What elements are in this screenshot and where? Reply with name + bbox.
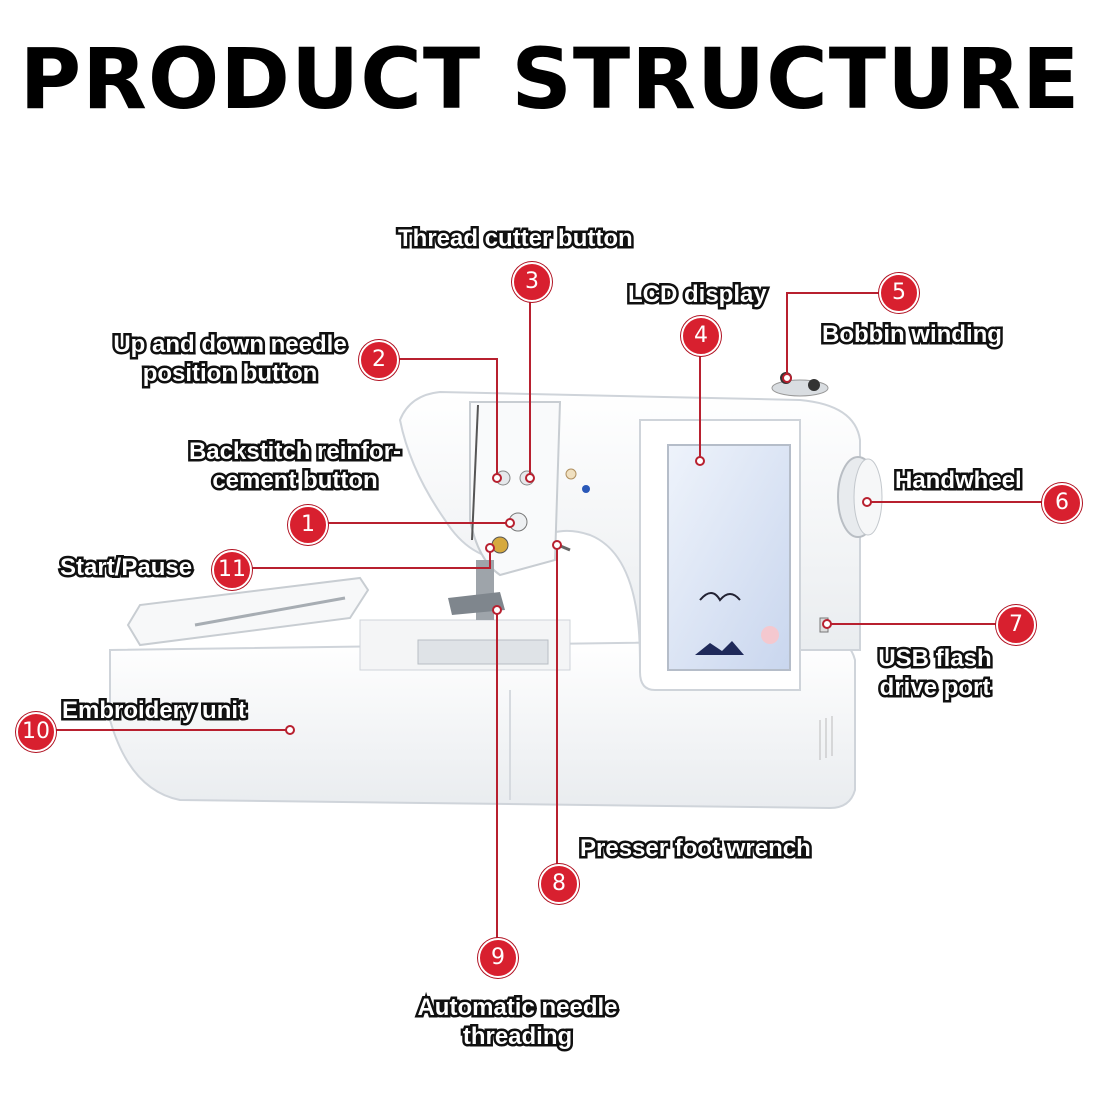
callout-label-9: Automatic needle threading <box>415 992 620 1053</box>
callout-label-4: LCD display <box>626 279 770 311</box>
callout-label-6: Handwheel <box>893 465 1025 497</box>
embroidery-hoop <box>126 576 370 647</box>
callout-badge-4: 4 <box>681 316 721 356</box>
callout-label-11: Start/Pause <box>57 552 194 584</box>
callout-badge-2: 2 <box>359 340 399 380</box>
handwheel <box>837 456 883 538</box>
callout-badge-9: 9 <box>478 938 518 978</box>
leader-line-5 <box>786 292 880 378</box>
callout-label-7: USB flash drive port <box>876 643 994 704</box>
callout-label-5: Bobbin winding <box>820 319 1005 351</box>
lcd-screen <box>667 444 791 671</box>
callout-badge-5: 5 <box>879 273 919 313</box>
page-title: PRODUCT STRUCTURE <box>19 30 1081 128</box>
callout-label-8: Presser foot wrench <box>578 833 814 865</box>
callout-badge-10: 10 <box>16 712 56 752</box>
leader-dots <box>285 373 872 735</box>
callout-badge-11: 11 <box>212 550 252 590</box>
callout-badge-7: 7 <box>996 605 1036 645</box>
callout-badge-8: 8 <box>539 864 579 904</box>
leader-lines <box>55 292 1042 938</box>
callout-badge-1: 1 <box>288 505 328 545</box>
bobbin-winder <box>771 372 829 397</box>
callout-badge-6: 6 <box>1042 483 1082 523</box>
callout-label-10: Embroidery unit <box>59 695 248 727</box>
callout-badge-3: 3 <box>512 262 552 302</box>
side-vent <box>819 716 833 760</box>
callout-label-1: Backstitch reinfor- cement button <box>186 436 403 497</box>
leader-line-11 <box>250 548 491 569</box>
callout-label-2: Up and down needle position button <box>111 329 349 390</box>
leader-line-2 <box>397 358 498 478</box>
callout-label-3: Thread cutter button <box>396 223 636 255</box>
